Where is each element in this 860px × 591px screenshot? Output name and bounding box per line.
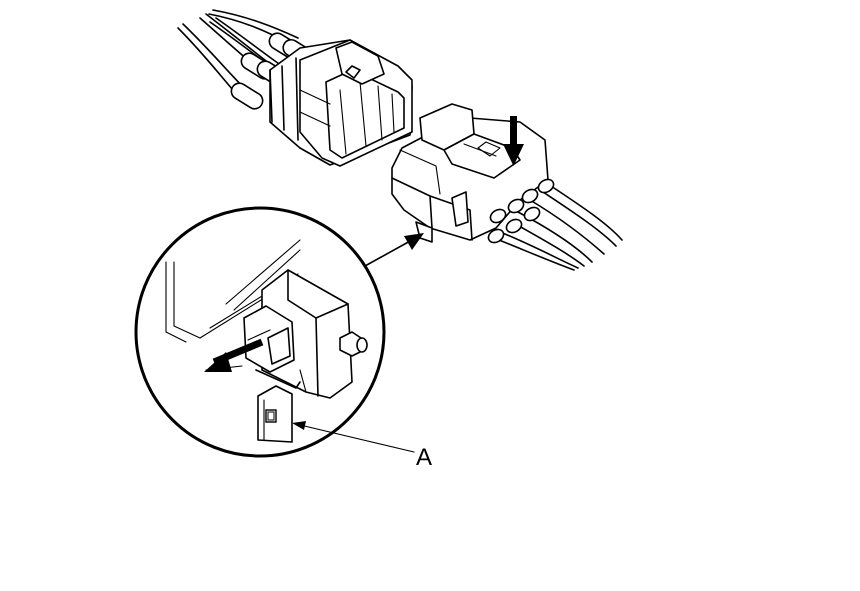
male-connector-wires	[177, 9, 299, 99]
callout-leader-line	[295, 423, 415, 453]
female-connector	[391, 103, 623, 271]
callout-label: A	[416, 444, 432, 471]
callout-a: A	[292, 421, 432, 471]
female-side-latch	[451, 191, 469, 227]
release-arrow	[204, 338, 264, 372]
detail-housing	[261, 269, 353, 399]
male-connector	[177, 9, 413, 167]
press-down-arrow	[503, 116, 524, 166]
female-terminal-cavities	[487, 178, 555, 244]
female-lock-lever	[443, 133, 521, 179]
detail-leader-arrow	[364, 233, 424, 267]
male-lock-tab	[345, 65, 361, 79]
detail-magnifier	[134, 206, 386, 458]
